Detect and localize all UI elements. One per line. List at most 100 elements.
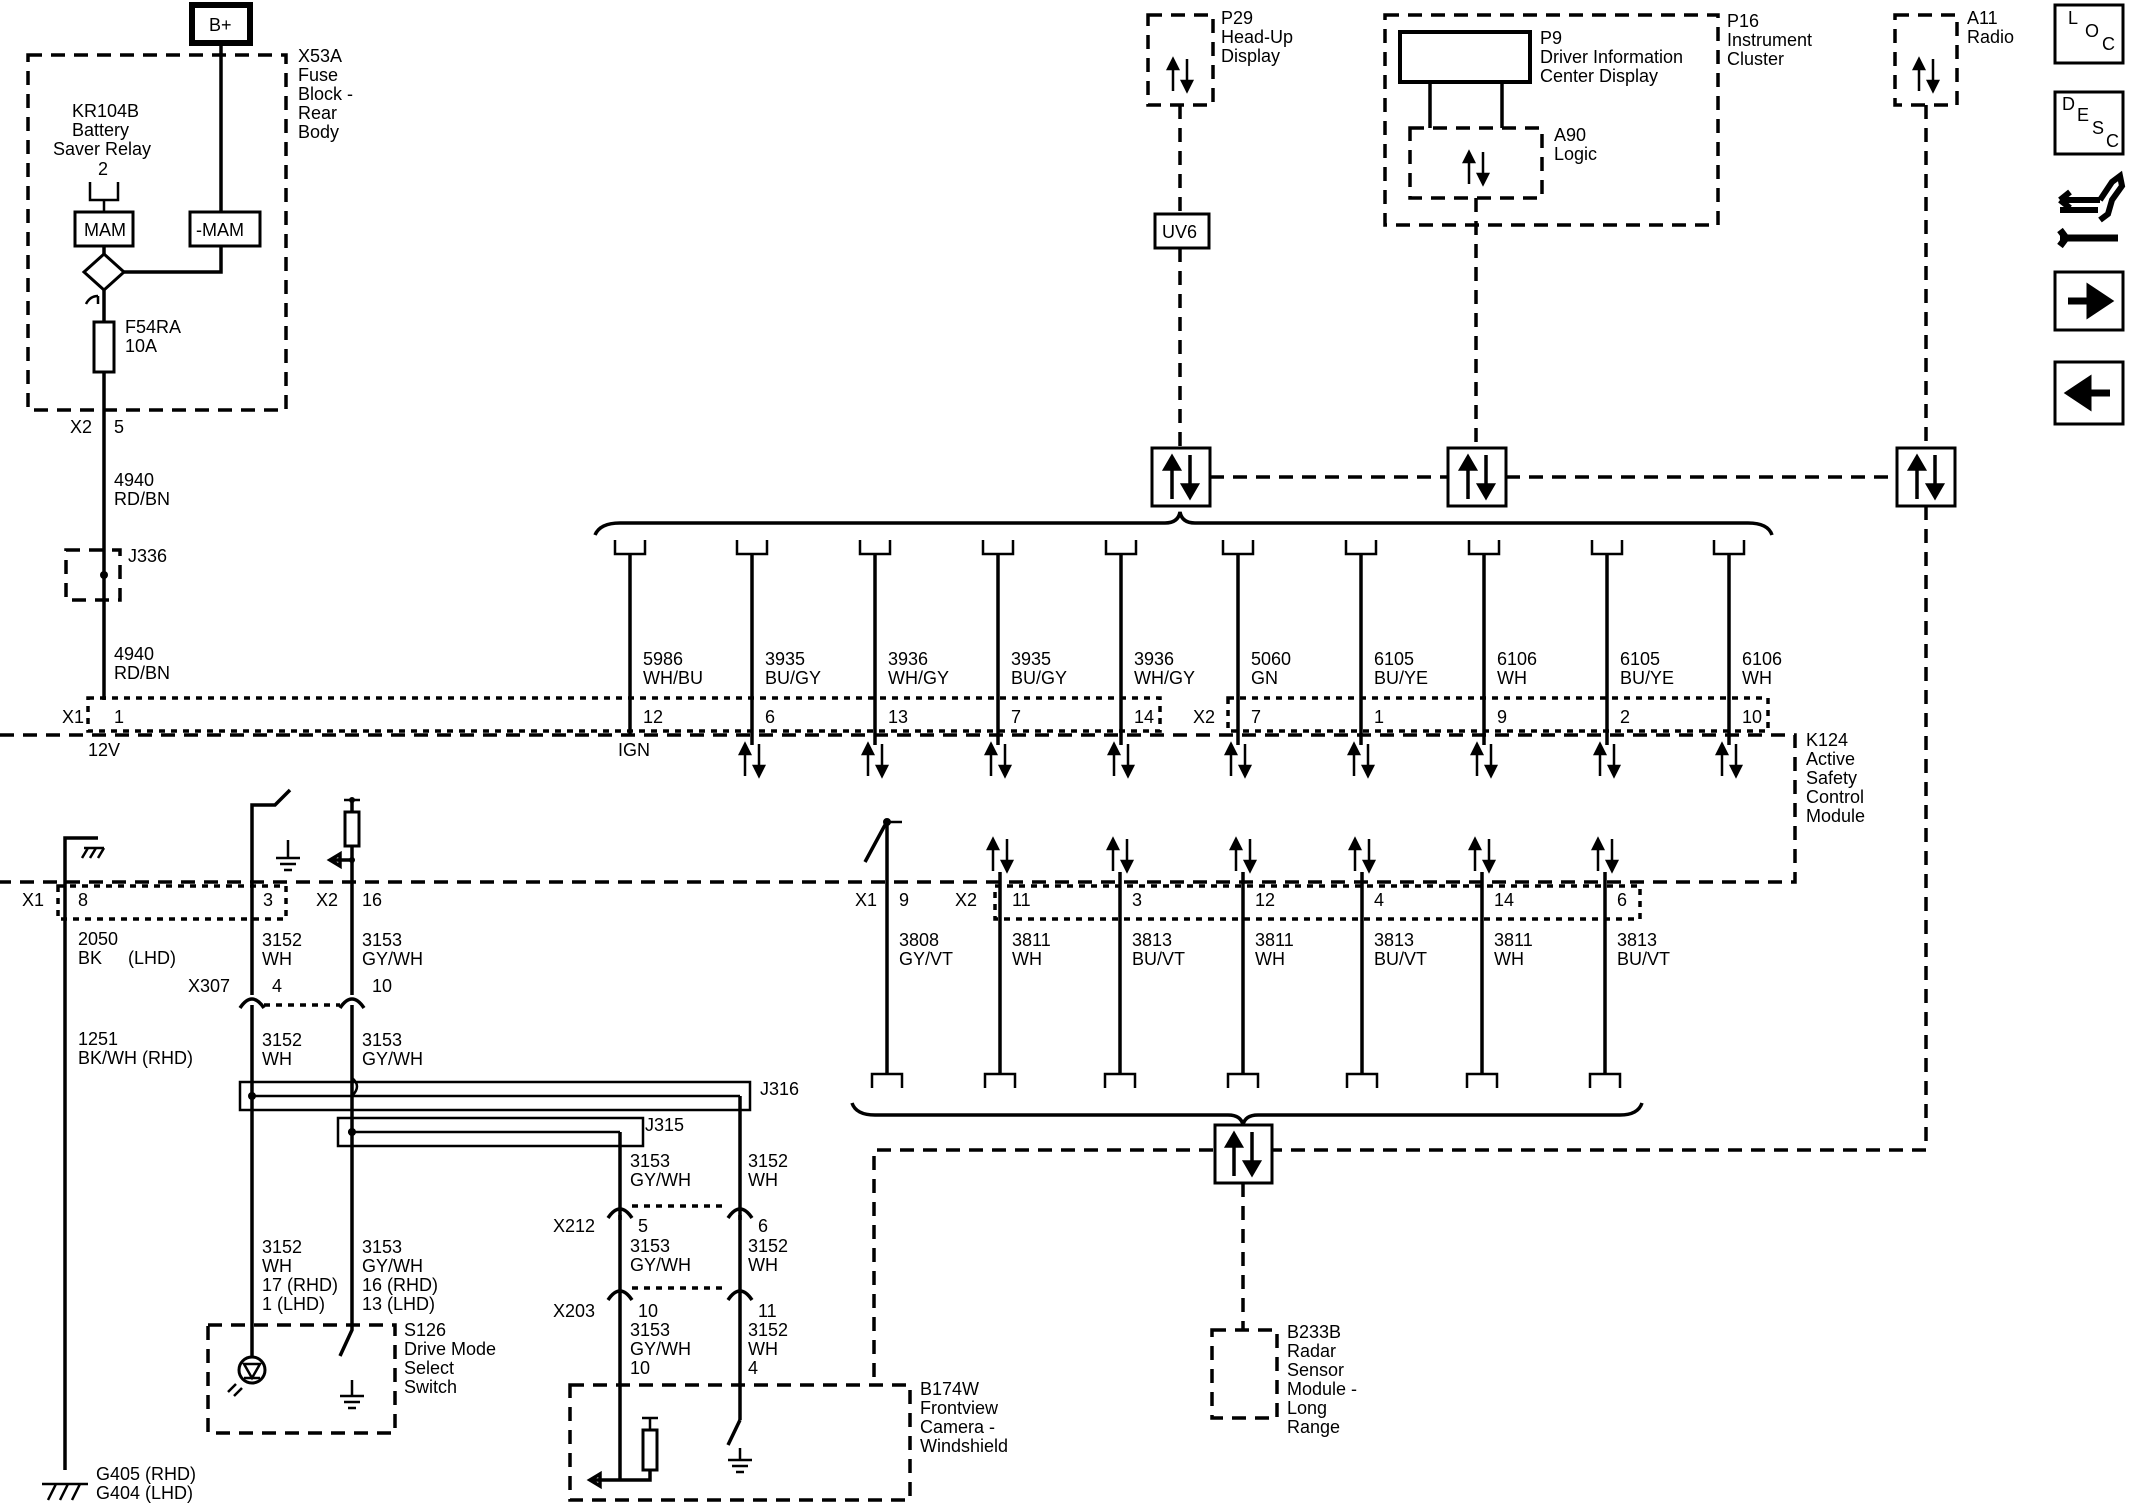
svg-text:S126: S126 [404, 1320, 446, 1340]
svg-text:Sensor: Sensor [1287, 1360, 1344, 1380]
svg-text:4: 4 [748, 1358, 758, 1378]
x1-connector-bottom [56, 884, 288, 921]
svg-text:Radio: Radio [1967, 27, 2014, 47]
bidirectional-arrow-icon [860, 741, 890, 779]
svg-text:3152: 3152 [748, 1151, 788, 1171]
svg-text:Head-Up: Head-Up [1221, 27, 1293, 47]
wire-color: WH [1742, 668, 1772, 688]
svg-text:3153: 3153 [630, 1236, 670, 1256]
svg-text:IGN: IGN [618, 740, 650, 760]
hud-outline [1146, 13, 1215, 107]
svg-text:16: 16 [362, 890, 382, 910]
fuse-f54ra [92, 320, 116, 374]
wire-circuit-number: 3936 [1134, 649, 1174, 669]
wire-circuit-number: 3813 [1132, 930, 1172, 950]
bidirectional-arrow-icon [1911, 56, 1941, 94]
camera-pullup-resistor [641, 1428, 659, 1472]
svg-text:B174W: B174W [920, 1379, 979, 1399]
svg-text:4: 4 [272, 976, 282, 996]
bidirectional-arrow-icon [1714, 741, 1744, 779]
svg-text:X2: X2 [1193, 707, 1215, 727]
ground-g405-icon [42, 1482, 88, 1501]
radar-sensor-module: B233B Radar Sensor Module - Long Range [1210, 1322, 1357, 1437]
x2-connector-top [1226, 696, 1770, 733]
svg-text:3152: 3152 [262, 930, 302, 950]
dic-display-box [1398, 30, 1532, 84]
wire-circuit-number: 6106 [1742, 649, 1782, 669]
bidirectional-arrow-icon [1165, 56, 1195, 94]
svg-text:4940: 4940 [114, 470, 154, 490]
bidirectional-arrow-icon [1592, 741, 1622, 779]
wire-color: BU/YE [1374, 668, 1428, 688]
bidirectional-arrow-icon [985, 836, 1015, 874]
svg-text:Logic: Logic [1554, 144, 1597, 164]
svg-text:3: 3 [263, 890, 273, 910]
switch-s126-outline [206, 1323, 397, 1435]
svg-text:E: E [2077, 105, 2089, 125]
svg-text:GY/WH: GY/WH [630, 1255, 691, 1275]
connector-view-button[interactable] [2057, 170, 2126, 249]
bus-node-cluster [1446, 446, 1508, 508]
svg-text:12V: 12V [88, 740, 120, 760]
switch-ground-icon [340, 1380, 364, 1410]
svg-text:O: O [2085, 21, 2099, 41]
svg-text:1 (LHD): 1 (LHD) [262, 1294, 325, 1314]
mam-box [73, 210, 135, 248]
wire-crossover [351, 1077, 359, 1097]
svg-text:Display: Display [1221, 46, 1280, 66]
svg-text:Range: Range [1287, 1417, 1340, 1437]
radar-outline [1210, 1328, 1279, 1420]
svg-text:RD/BN: RD/BN [114, 489, 170, 509]
next-page-button[interactable] [2053, 270, 2125, 332]
camera-switch-contact-icon [726, 1419, 742, 1446]
wire-color: WH [1012, 949, 1042, 969]
bus-arrow-icon [1457, 453, 1497, 501]
splice-pack-j316 [238, 1080, 752, 1112]
svg-text:X2: X2 [316, 890, 338, 910]
wire-color: BU/GY [1011, 668, 1067, 688]
svg-text:10: 10 [630, 1358, 650, 1378]
svg-text:WH: WH [748, 1255, 778, 1275]
connector-pin: 12 [1255, 890, 1275, 910]
svg-text:6: 6 [758, 1216, 768, 1236]
svg-text:GY/WH: GY/WH [630, 1339, 691, 1359]
wire-circuit-number: 5986 [643, 649, 683, 669]
relay-diode [81, 251, 127, 293]
svg-text:16 (RHD): 16 (RHD) [362, 1275, 438, 1295]
wire-color: GY/VT [899, 949, 953, 969]
svg-text:A11: A11 [1967, 8, 1998, 28]
wire-color: WH/GY [1134, 668, 1195, 688]
led-light-rays-icon [227, 1383, 243, 1397]
svg-text:1251: 1251 [78, 1029, 118, 1049]
fuse-block-rear-body: B+ X53A Fuse Block - Rear Body KR104B Ba… [26, 2, 353, 412]
svg-text:P29: P29 [1221, 8, 1253, 28]
desc-button[interactable]: D E S C [2053, 90, 2125, 156]
chassis-ground-icon [80, 846, 106, 859]
svg-text:A90: A90 [1554, 125, 1586, 145]
loc-button[interactable]: L O C [2053, 3, 2125, 65]
bidirectional-arrow-icon [1228, 836, 1258, 874]
bidirectional-arrow-icon [1105, 836, 1135, 874]
svg-text:3153: 3153 [362, 930, 402, 950]
prev-page-button[interactable] [2053, 360, 2125, 426]
svg-text:WH: WH [262, 1049, 292, 1069]
svg-text:10: 10 [372, 976, 392, 996]
bus-arrow-icon [1223, 1130, 1263, 1178]
svg-text:G405 (RHD): G405 (RHD) [96, 1464, 196, 1484]
svg-text:3153: 3153 [362, 1030, 402, 1050]
bidirectional-arrow-icon [1469, 741, 1499, 779]
bidirectional-arrow-icon [1106, 741, 1136, 779]
svg-text:(LHD): (LHD) [128, 948, 176, 968]
svg-text:RD/BN: RD/BN [114, 663, 170, 683]
svg-text:Windshield: Windshield [920, 1436, 1008, 1456]
fuse-tap [84, 294, 100, 305]
svg-text:K124: K124 [1806, 730, 1848, 750]
wire-color: BU/GY [765, 668, 821, 688]
relay-pin-bracket [88, 182, 120, 212]
side-navigation: L O C D E S C [2053, 3, 2126, 426]
svg-text:8: 8 [78, 890, 88, 910]
